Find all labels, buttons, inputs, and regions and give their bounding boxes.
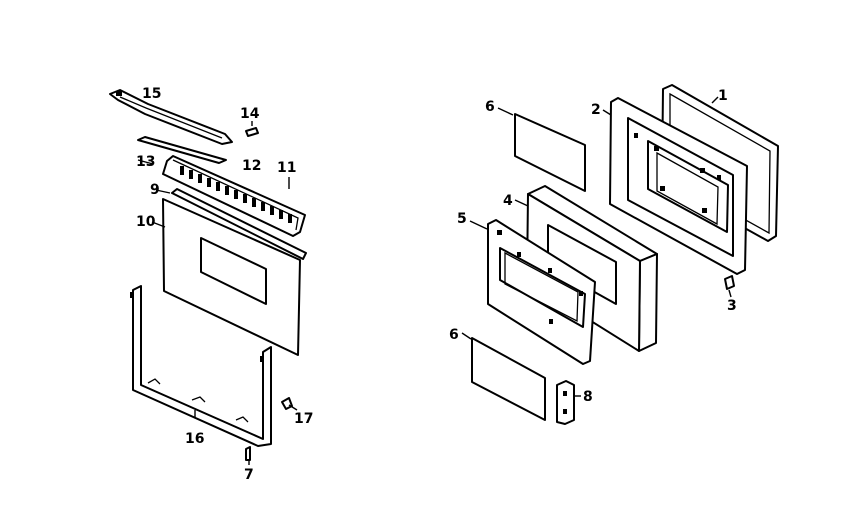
- part-4-door-box: [526, 185, 658, 352]
- part-12-trim-strip: [137, 136, 227, 164]
- callout-16: 16: [185, 431, 204, 447]
- callout-1: 1: [718, 88, 728, 104]
- callout-6-upper: 6: [485, 99, 495, 115]
- callout-9: 9: [150, 182, 160, 198]
- part-15-door-handle: [109, 89, 233, 145]
- part-13-vent-panel: [162, 155, 306, 237]
- callout-6-lower: 6: [449, 327, 459, 343]
- part-6-lower-glass: [471, 337, 546, 421]
- callout-14: 14: [240, 106, 260, 122]
- part-9-gasket-strip: [171, 188, 307, 260]
- vent-slots: [180, 166, 292, 223]
- leader-lines: [137, 96, 732, 465]
- part-6-upper-glass: [514, 113, 586, 192]
- callout-11: 11: [277, 160, 296, 176]
- part-3-clip: [724, 275, 735, 290]
- callout-12: 12: [242, 158, 261, 174]
- part-10-door-panel: [162, 198, 301, 356]
- part-5-inner-door-frame: [487, 219, 596, 365]
- part-8-bracket: [556, 380, 575, 425]
- callout-2: 2: [591, 102, 601, 118]
- callout-labels: 15 14 13 12 11 9 10 16 17 7 6 2 1 3 4 5 …: [136, 86, 737, 483]
- callout-17: 17: [294, 411, 313, 427]
- callout-5: 5: [457, 211, 467, 227]
- part-7-screw: [245, 446, 251, 461]
- callout-10: 10: [136, 214, 156, 230]
- callout-4: 4: [503, 193, 513, 209]
- callout-8: 8: [583, 389, 593, 405]
- part-14-screw: [245, 121, 259, 137]
- callout-3: 3: [727, 298, 737, 314]
- part-2-inner-frame: [609, 97, 748, 275]
- callout-15: 15: [142, 86, 161, 102]
- part-17-clip: [281, 397, 293, 410]
- callout-7: 7: [244, 467, 254, 483]
- callout-13: 13: [136, 154, 155, 170]
